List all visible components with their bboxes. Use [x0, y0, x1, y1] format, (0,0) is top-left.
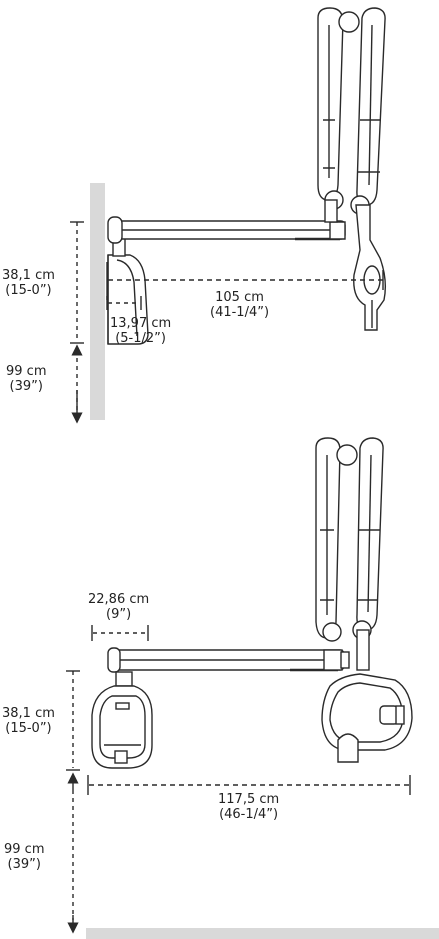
control-box-front [91, 671, 153, 769]
top-height-upper-imperial: (15-0”) [5, 283, 52, 298]
top-offset-dimension [106, 296, 142, 310]
bottom-view [66, 437, 439, 939]
wall-top [90, 183, 105, 420]
top-height-dimension [70, 221, 84, 424]
top-offset-metric: 13,97 cm [110, 316, 172, 331]
top-reach-label: 105 cm (41-1/4”) [210, 290, 269, 320]
head-width-metric: 22,86 cm [88, 592, 150, 607]
top-height-lower-label: 99 cm (39”) [6, 364, 47, 394]
top-offset-imperial: (5-1/2”) [115, 331, 166, 346]
scissor-arm-top [317, 7, 386, 223]
tube-head-top [353, 204, 387, 331]
bottom-reach-metric: 117,5 cm [218, 792, 280, 807]
bottom-reach-dimension [87, 775, 411, 795]
bottom-height-lower-label: 99 cm (39”) [4, 842, 45, 872]
horizontal-arm-bottom [107, 647, 350, 673]
top-reach-imperial: (41-1/4”) [210, 305, 270, 320]
top-offset-label: 13,97 cm (5-1/2”) [110, 316, 171, 346]
tube-head-bottom [321, 673, 413, 763]
top-reach-dimension [106, 262, 384, 300]
bottom-height-lower-imperial: (39”) [7, 857, 41, 872]
bottom-height-dimension [66, 670, 80, 934]
top-height-lower-metric: 99 cm [6, 364, 47, 379]
head-width-label: 22,86 cm (9”) [88, 592, 149, 622]
scissor-arm-bottom [315, 437, 384, 671]
top-height-lower-imperial: (39”) [9, 379, 43, 394]
bottom-reach-label: 117,5 cm (46-1/4”) [218, 792, 279, 822]
top-reach-metric: 105 cm [215, 290, 264, 305]
top-height-upper-metric: 38,1 cm [2, 268, 55, 283]
bottom-reach-imperial: (46-1/4”) [219, 807, 279, 822]
floor-bottom [86, 928, 439, 939]
bottom-height-upper-metric: 38,1 cm [2, 706, 55, 721]
head-width-imperial: (9”) [106, 607, 132, 622]
top-view [70, 7, 387, 424]
bottom-height-lower-metric: 99 cm [4, 842, 45, 857]
top-height-upper-label: 38,1 cm (15-0”) [2, 268, 55, 298]
horizontal-arm-top [107, 216, 346, 244]
bottom-height-upper-imperial: (15-0”) [5, 721, 52, 736]
head-width-dimension [91, 625, 149, 641]
bottom-height-upper-label: 38,1 cm (15-0”) [2, 706, 55, 736]
control-box-side [107, 237, 149, 345]
